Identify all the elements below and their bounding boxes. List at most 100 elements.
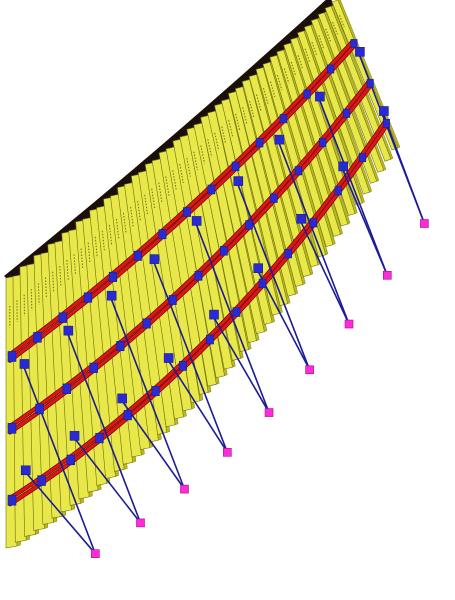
waler-clamp	[294, 166, 303, 176]
timber-beam-side	[310, 23, 372, 193]
timber-beam-side	[330, 4, 394, 160]
beam-marking	[318, 35, 325, 49]
push-pull-prop-upper	[22, 364, 97, 554]
push-pull-prop-lower	[340, 166, 389, 276]
prop-head-lower	[253, 263, 263, 274]
timber-beam-side	[324, 11, 387, 171]
prop-head-lower	[296, 214, 307, 224]
push-pull-prop-lower	[381, 111, 426, 224]
prop-base-plate	[264, 408, 274, 417]
push-pull-prop-lower	[211, 314, 270, 413]
waler-clamp	[303, 89, 311, 99]
beam-marking	[30, 288, 33, 311]
beam-marking	[87, 242, 91, 264]
beam-marking	[151, 188, 156, 209]
waler-clamp	[133, 250, 142, 261]
waler-clamp	[183, 207, 191, 217]
prop-head-lower	[117, 393, 127, 404]
prop-head-lower	[69, 431, 80, 441]
beam-marking	[200, 145, 206, 164]
beam-marking	[297, 55, 304, 70]
waler-clamp	[382, 119, 390, 128]
beam-marking	[283, 68, 290, 84]
timber-beam-side	[317, 17, 380, 182]
waler-clamp	[319, 138, 327, 147]
waler-clamp	[231, 161, 240, 172]
beam-marking	[165, 176, 170, 196]
prop-head-upper	[63, 325, 74, 336]
waler-clamp	[33, 332, 42, 343]
push-pull-prop-lower	[72, 435, 142, 524]
prop-head-upper	[191, 216, 202, 226]
beam-marking	[37, 283, 40, 305]
waler-clamp	[62, 383, 71, 394]
prop-head-lower	[20, 465, 31, 476]
waler-clamp	[179, 360, 187, 371]
beam-marking	[276, 74, 283, 91]
beam-marking	[269, 81, 276, 98]
beam-marking	[332, 21, 338, 35]
waler-clamp	[7, 494, 17, 506]
waler-clamp	[158, 229, 167, 240]
beam-marking	[108, 224, 113, 246]
beam-marking	[207, 139, 213, 158]
waler-clamp	[327, 64, 335, 74]
waler-clamp	[366, 79, 374, 88]
beam-marking	[73, 254, 77, 276]
waler-clamp	[116, 341, 125, 352]
prop-base-plate	[136, 518, 145, 528]
push-pull-prop-upper	[66, 330, 142, 524]
waler-clamp	[194, 270, 203, 281]
beam-marking	[52, 271, 55, 293]
waler-clamp	[255, 138, 264, 148]
waler-clamp	[350, 39, 358, 48]
beam-marking	[311, 41, 318, 56]
prop-head-lower	[338, 161, 348, 172]
prop-base-plate	[91, 549, 100, 558]
push-pull-prop-lower	[23, 470, 96, 555]
waler-clamp	[151, 386, 160, 397]
beam-marking	[115, 218, 120, 240]
prop-head-upper	[149, 254, 160, 264]
prop-head-upper	[19, 359, 30, 369]
beam-marking	[101, 230, 105, 252]
waler-clamp	[35, 403, 44, 415]
beam-marking	[45, 277, 47, 299]
waler-clamp	[245, 220, 253, 230]
prop-head-upper	[274, 134, 285, 145]
push-pull-prop-upper	[317, 96, 389, 276]
beam-marking	[158, 182, 163, 203]
prop-base-plate	[180, 484, 189, 494]
waler-clamp	[279, 114, 288, 124]
beam-marking	[214, 132, 220, 151]
waler-clamp	[7, 422, 17, 434]
waler-clamp	[83, 292, 93, 303]
waler-clamp	[258, 278, 267, 289]
prop-base-plate	[344, 319, 354, 329]
beam-marking	[339, 15, 345, 28]
prop-head-upper	[106, 290, 117, 301]
push-pull-props	[22, 52, 426, 555]
beam-marking	[325, 28, 331, 42]
beam-marking	[144, 194, 149, 215]
waler-clamp	[232, 307, 241, 317]
waler-clamp	[168, 295, 177, 305]
beam-marking	[290, 61, 297, 77]
waler-clamp	[37, 475, 46, 486]
waler-clamp	[207, 184, 216, 195]
beam-marking	[80, 248, 84, 270]
push-pull-prop-lower	[299, 218, 350, 325]
beam-marking	[172, 170, 177, 190]
waler-clamp	[284, 249, 292, 259]
push-pull-prop-upper	[152, 259, 229, 453]
prop-base-plate	[223, 448, 232, 457]
waler-clamp	[7, 351, 17, 362]
waler-clamp	[309, 218, 318, 228]
beam-marking	[59, 265, 62, 288]
prop-base-plate	[305, 365, 314, 375]
push-pull-prop-upper	[236, 181, 311, 371]
beam-marking	[186, 157, 191, 177]
waler-clamp	[123, 410, 132, 421]
waler-clamp	[89, 362, 98, 373]
